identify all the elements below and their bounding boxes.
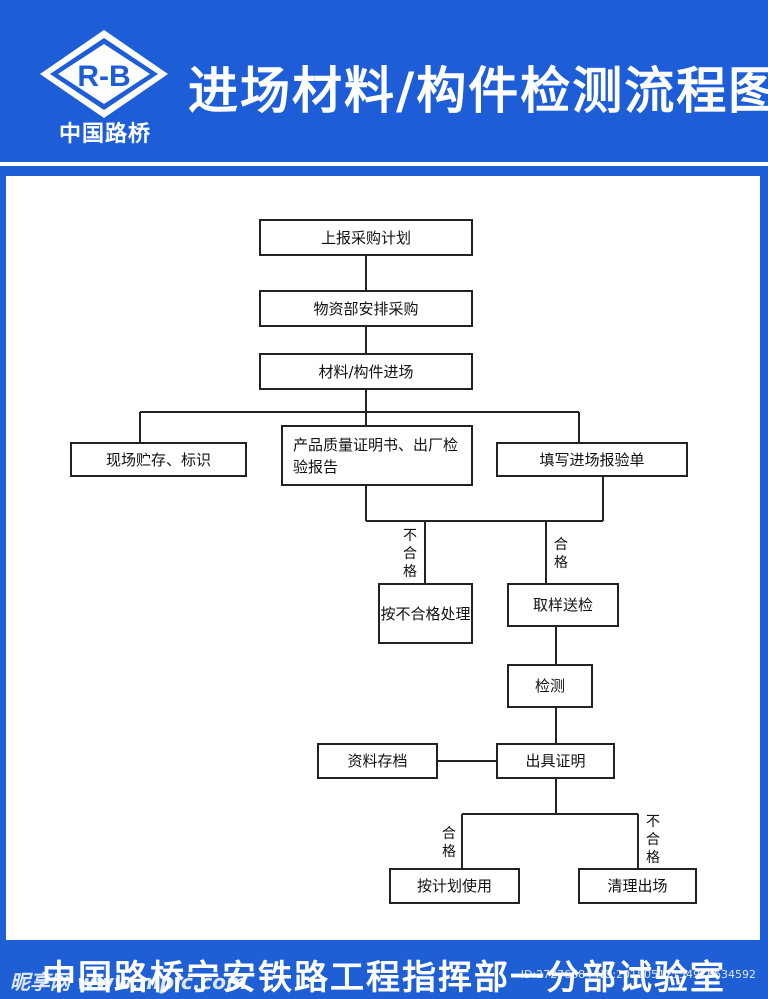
step-testing: 检测 — [507, 664, 593, 708]
label-pass-final: 合格 — [442, 826, 456, 860]
page-title: 进场材料/构件检测流程图 — [188, 62, 768, 120]
step-sampling: 取样送检 — [507, 583, 619, 627]
label-pass: 合格 — [554, 537, 568, 571]
step-archive: 资料存档 — [317, 743, 438, 779]
step-reject-handling: 按不合格处理 — [378, 583, 473, 644]
label-reject-final: 不合格 — [646, 814, 660, 866]
footer-bar — [0, 942, 768, 996]
step-clear-out: 清理出场 — [578, 868, 697, 904]
step-use-as-planned: 按计划使用 — [389, 868, 520, 904]
step-fill-report-form: 填写进场报验单 — [496, 442, 688, 477]
footer-title: 中国路桥宁安铁路工程指挥部一分部试验室 — [42, 958, 726, 998]
watermark-id: ID:27276684 NO:20150512154916634592 — [520, 968, 756, 981]
step-quality-certificate: 产品质量证明书、出厂检验报告 — [281, 425, 473, 486]
step-report-purchase-plan: 上报采购计划 — [259, 219, 473, 256]
step-site-storage: 现场贮存、标识 — [70, 442, 247, 477]
step-arrange-purchase: 物资部安排采购 — [259, 290, 473, 327]
logo-caption: 中国路桥 — [58, 122, 151, 147]
label-reject: 不合格 — [403, 528, 417, 580]
rb-logo: R-B — [40, 30, 168, 118]
logo-lettering: R-B — [77, 60, 130, 93]
step-issue-certificate: 出具证明 — [496, 743, 615, 779]
watermark-site: 昵享网 www.nipic.com — [10, 970, 247, 994]
step-material-entry: 材料/构件进场 — [259, 353, 473, 390]
header-divider — [0, 162, 768, 166]
